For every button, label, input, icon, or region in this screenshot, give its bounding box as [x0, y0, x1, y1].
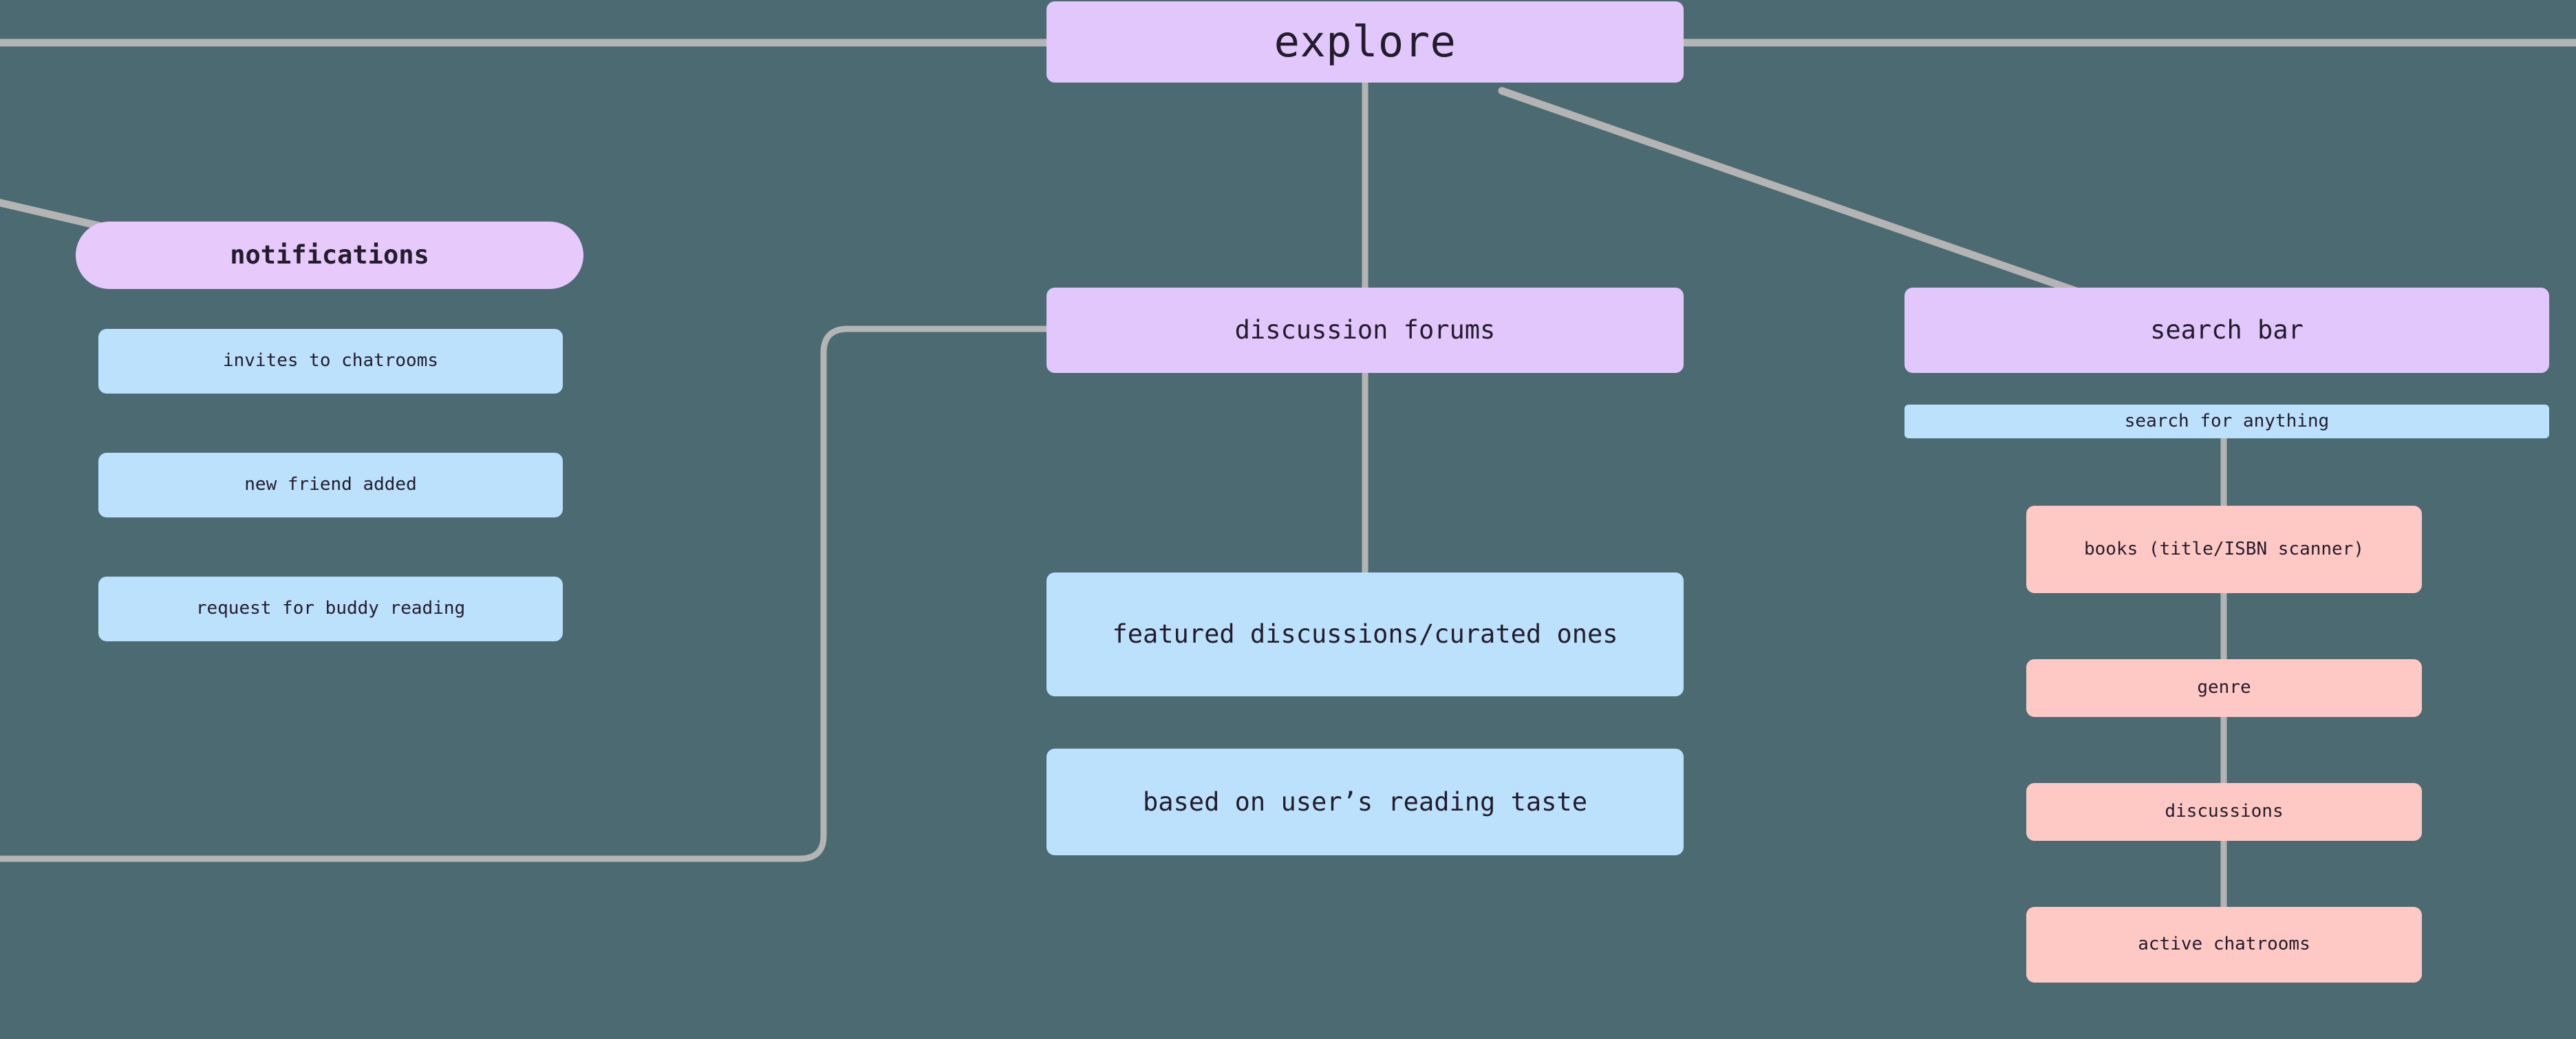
- node-based-on-reading-taste[interactable]: based on user’s reading taste: [1046, 749, 1684, 855]
- node-active-chatrooms-label: active chatrooms: [2138, 934, 2310, 955]
- search-input-label: search for anything: [2124, 410, 2330, 431]
- node-invites-to-chatrooms[interactable]: invites to chatrooms: [98, 329, 563, 394]
- node-discussions[interactable]: discussions: [2026, 783, 2422, 841]
- node-books-title-isbn-scanner-label: books (title/ISBN scanner): [2084, 538, 2364, 559]
- node-request-for-buddy-reading-label: request for buddy reading: [195, 598, 466, 619]
- node-discussions-label: discussions: [2165, 801, 2284, 822]
- node-explore-label: explore: [1274, 17, 1457, 67]
- node-featured-discussions-label: featured discussions/curated ones: [1112, 619, 1618, 650]
- node-explore[interactable]: explore: [1046, 1, 1684, 83]
- node-notifications-label: notifications: [230, 240, 429, 270]
- node-based-on-reading-taste-label: based on user’s reading taste: [1142, 786, 1587, 817]
- edge-root-to-search-bar: [1498, 87, 2090, 299]
- search-input[interactable]: search for anything: [1904, 405, 2549, 438]
- node-new-friend-added-label: new friend added: [244, 474, 417, 495]
- node-active-chatrooms[interactable]: active chatrooms: [2026, 907, 2422, 983]
- node-discussion-forums[interactable]: discussion forums: [1046, 288, 1684, 373]
- node-search-bar[interactable]: search bar: [1904, 288, 2549, 373]
- node-genre-label: genre: [2197, 677, 2251, 698]
- edge-to-notifications: [0, 199, 109, 231]
- node-genre[interactable]: genre: [2026, 659, 2422, 717]
- node-books-title-isbn-scanner[interactable]: books (title/ISBN scanner): [2026, 506, 2422, 593]
- node-search-bar-label: search bar: [2150, 315, 2304, 345]
- node-invites-to-chatrooms-label: invites to chatrooms: [222, 350, 439, 372]
- node-discussion-forums-label: discussion forums: [1234, 315, 1496, 345]
- node-featured-discussions[interactable]: featured discussions/curated ones: [1046, 572, 1684, 696]
- node-new-friend-added[interactable]: new friend added: [98, 453, 563, 517]
- node-request-for-buddy-reading[interactable]: request for buddy reading: [98, 577, 563, 641]
- node-notifications[interactable]: notifications: [76, 222, 583, 289]
